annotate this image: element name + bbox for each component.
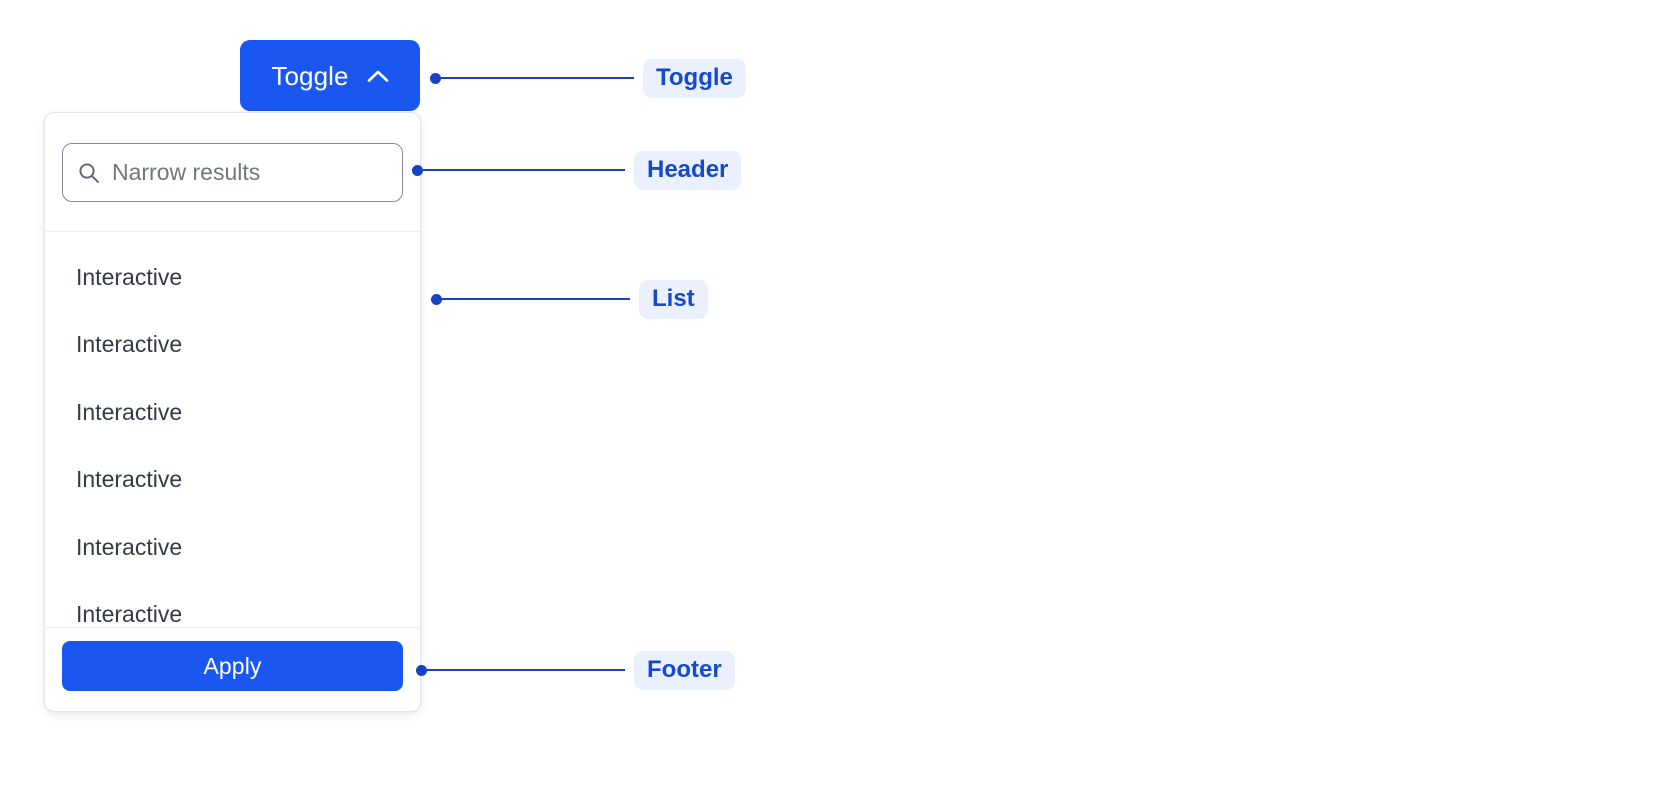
annotation-list: List (431, 279, 708, 319)
annotation-leader-line (427, 668, 625, 672)
annotation-label-toggle: Toggle (643, 58, 746, 98)
panel-footer: Apply (45, 627, 420, 711)
annotation-label-footer: Footer (634, 650, 735, 690)
list-item[interactable]: Interactive (76, 601, 183, 627)
toggle-button-label: Toggle (271, 60, 349, 91)
annotation-dot-icon (430, 72, 441, 84)
annotation-dot-icon (416, 664, 427, 676)
panel-header (45, 113, 420, 232)
list-item[interactable]: Interactive (76, 466, 183, 493)
annotation-toggle: Toggle (430, 58, 746, 98)
list-item[interactable]: Interactive (76, 331, 183, 358)
annotation-footer: Footer (416, 650, 735, 690)
chevron-up-icon (367, 69, 389, 83)
annotation-dot-icon (412, 164, 423, 176)
search-box[interactable] (62, 143, 403, 202)
toggle-button[interactable]: Toggle (240, 40, 420, 111)
search-icon (77, 161, 101, 185)
list-item[interactable]: Interactive (76, 263, 183, 290)
panel-list: Interactive Interactive Interactive Inte… (45, 232, 420, 627)
dropdown-panel: Interactive Interactive Interactive Inte… (44, 112, 421, 712)
annotation-dot-icon (431, 293, 442, 305)
annotation-leader-line (441, 76, 634, 80)
list-item[interactable]: Interactive (76, 533, 183, 560)
annotation-leader-line (442, 297, 630, 301)
annotation-label-header: Header (634, 150, 742, 190)
annotation-label-list: List (639, 279, 708, 319)
list-item[interactable]: Interactive (76, 398, 183, 425)
search-input[interactable] (112, 158, 388, 187)
apply-button[interactable]: Apply (62, 641, 403, 691)
annotation-leader-line (423, 168, 625, 172)
annotation-header: Header (412, 150, 742, 190)
